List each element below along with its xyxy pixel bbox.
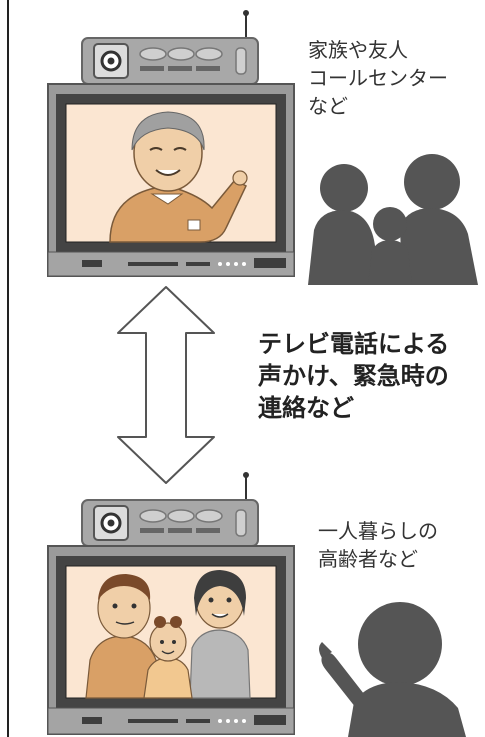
top-description: 家族や友人 コールセンター など xyxy=(308,36,448,120)
top-tv xyxy=(47,10,295,277)
left-border-line xyxy=(7,0,9,737)
bottom-description-line: 高齢者など xyxy=(318,547,418,571)
top-description-line: コールセンター xyxy=(308,66,448,90)
top-camera-unit xyxy=(81,10,259,85)
middle-description-line: 声かけ、緊急時の xyxy=(258,362,449,390)
middle-description-line: 連絡など xyxy=(258,394,354,422)
elderly-silhouette xyxy=(319,602,466,737)
bottom-camera-unit xyxy=(81,472,259,547)
bottom-description: 一人暮らしの 高齢者など xyxy=(318,517,438,573)
bottom-tv xyxy=(47,472,295,735)
family-silhouette xyxy=(308,154,478,285)
bottom-description-line: 一人暮らしの xyxy=(318,519,438,543)
double-arrow xyxy=(117,286,215,484)
top-description-line: など xyxy=(308,94,348,118)
family-on-screen-figure xyxy=(85,570,251,699)
middle-description-line: テレビ電話による xyxy=(258,330,450,358)
elderly-woman-figure xyxy=(109,111,248,243)
middle-description: テレビ電話による 声かけ、緊急時の 連絡など xyxy=(258,328,449,424)
top-description-line: 家族や友人 xyxy=(308,38,408,62)
